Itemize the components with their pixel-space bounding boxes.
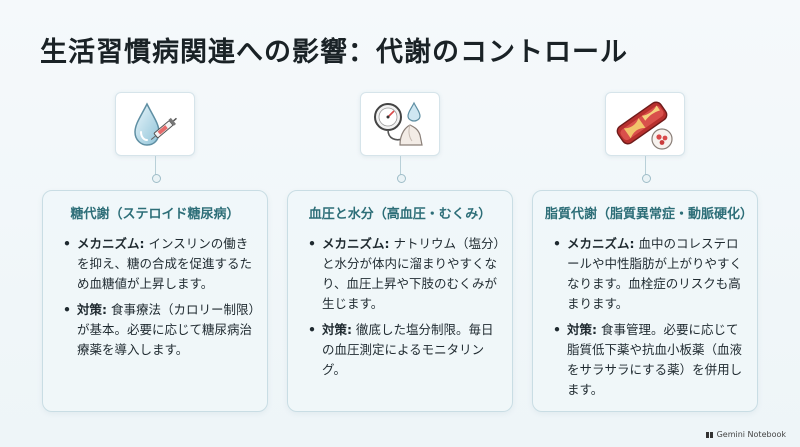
column-blood-pressure: 血圧と水分（高血圧・むくみ） メカニズム: ナトリウム（塩分）と水分が体内に溜ま… (287, 92, 513, 412)
bullet-label: 対策: (77, 302, 107, 317)
water-drop-syringe-icon (134, 102, 177, 146)
bullet-text: インスリンの働きを抑え、糖の合成を促進するため血糖値が上昇します。 (77, 236, 253, 291)
info-card-lipid: 脂質代謝（脂質異常症・動脈硬化） メカニズム: 血中のコレステロールや中性脂肪が… (532, 190, 758, 412)
card-heading: 脂質代謝（脂質異常症・動脈硬化） (545, 207, 754, 222)
footer-brand-text: Gemini Notebook (716, 430, 786, 439)
bullet-measure: 対策: 徹底した塩分制限。毎日の血圧測定によるモニタリング。 (300, 320, 500, 380)
page-title: 生活習慣病関連への影響：代謝のコントロール (40, 37, 628, 68)
bullet-text: 食事管理。必要に応じて脂質低下薬や抗血小板薬（血液をサラサラにする薬）を併用しま… (567, 322, 743, 397)
bullet-label: メカニズム: (77, 236, 145, 251)
icon-card (605, 92, 685, 156)
bullet-mechanism: メカニズム: インスリンの働きを抑え、糖の合成を促進するため血糖値が上昇します。 (55, 234, 255, 294)
bullet-label: メカニズム: (567, 236, 635, 251)
bullet-text: 食事療法（カロリー制限）が基本。必要に応じて糖尿病治療薬を導入します。 (77, 302, 255, 357)
column-lipid: 脂質代謝（脂質異常症・動脈硬化） メカニズム: 血中のコレステロールや中性脂肪が… (532, 92, 758, 412)
connector-line (151, 156, 161, 183)
bullet-label: 対策: (567, 322, 597, 337)
bullet-label: メカニズム: (322, 236, 390, 251)
icon-card (360, 92, 440, 156)
bullet-measure: 対策: 食事療法（カロリー制限）が基本。必要に応じて糖尿病治療薬を導入します。 (55, 300, 255, 360)
footer-brand: Gemini Notebook (705, 430, 786, 439)
info-card-blood-pressure: 血圧と水分（高血圧・むくみ） メカニズム: ナトリウム（塩分）と水分が体内に溜ま… (287, 190, 513, 412)
bullet-text: 血中のコレステロールや中性脂肪が上がりやすくなります。血栓症のリスクも高まります… (567, 236, 743, 311)
icon-card (115, 92, 195, 156)
card-heading: 糖代謝（ステロイド糖尿病） (70, 207, 240, 222)
connector-line (396, 156, 406, 183)
card-heading: 血圧と水分（高血圧・むくみ） (308, 207, 492, 222)
bullet-text: 徹底した塩分制限。毎日の血圧測定によるモニタリング。 (322, 322, 494, 377)
info-card-glucose: 糖代謝（ステロイド糖尿病） メカニズム: インスリンの働きを抑え、糖の合成を促進… (42, 190, 268, 412)
bullet-text: ナトリウム（塩分）と水分が体内に溜まりやすくなり、血圧上昇や下肢のむくみが生じま… (322, 236, 500, 311)
bullet-mechanism: メカニズム: 血中のコレステロールや中性脂肪が上がりやすくなります。血栓症のリス… (545, 234, 745, 314)
blood-vessel-plaque-icon (616, 101, 673, 150)
blood-pressure-gauge-icon (374, 101, 423, 146)
bullet-measure: 対策: 食事管理。必要に応じて脂質低下薬や抗血小板薬（血液をサラサラにする薬）を… (545, 320, 745, 400)
column-glucose: 糖代謝（ステロイド糖尿病） メカニズム: インスリンの働きを抑え、糖の合成を促進… (42, 92, 268, 412)
notebook-logo-icon (705, 431, 713, 438)
bullet-label: 対策: (322, 322, 352, 337)
connector-line (641, 156, 651, 183)
bullet-mechanism: メカニズム: ナトリウム（塩分）と水分が体内に溜まりやすくなり、血圧上昇や下肢の… (300, 234, 500, 314)
